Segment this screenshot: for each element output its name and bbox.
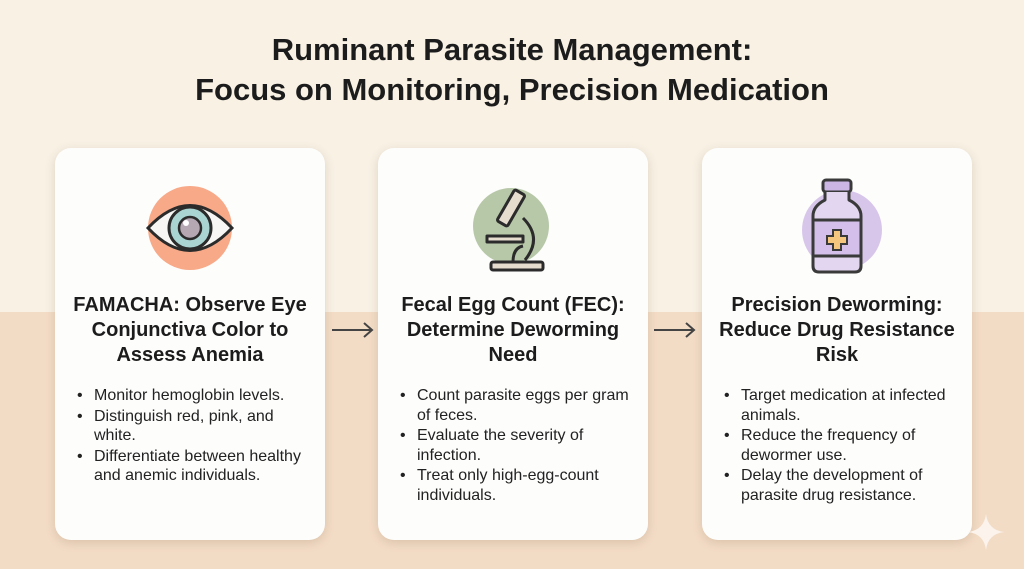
list-item: Reduce the frequency of dewormer use.	[724, 426, 962, 465]
list-item: Target medication at infected animals.	[724, 386, 962, 425]
list-item: Treat only high-egg-count individuals.	[400, 466, 638, 505]
card-title: FAMACHA: Observe Eye Conjunctiva Color t…	[73, 294, 307, 366]
arrow-right-icon	[332, 322, 374, 338]
list-item: Distinguish red, pink, and white.	[77, 407, 315, 446]
microscope-icon	[473, 188, 549, 272]
title-line-2: Focus on Monitoring, Precision Medicatio…	[195, 72, 829, 107]
card-famacha: FAMACHA: Observe Eye Conjunctiva Color t…	[55, 148, 325, 540]
list-item: Evaluate the severity of infection.	[400, 426, 638, 465]
card-title: Fecal Egg Count (FEC): Determine Dewormi…	[401, 294, 625, 366]
medicine-bottle-icon	[802, 178, 882, 274]
list-item: Count parasite eggs per gram of feces.	[400, 386, 638, 425]
bullet-list: Monitor hemoglobin levels. Distinguish r…	[77, 386, 315, 487]
card-fecal-egg-count: Fecal Egg Count (FEC): Determine Dewormi…	[378, 148, 648, 540]
eye-icon	[145, 186, 235, 270]
card-title: Precision Deworming: Reduce Drug Resista…	[719, 294, 955, 366]
page-title: Ruminant Parasite Management: Focus on M…	[0, 30, 1024, 110]
list-item: Differentiate between healthy and anemic…	[77, 447, 315, 486]
card-precision-deworming: Precision Deworming: Reduce Drug Resista…	[702, 148, 972, 540]
bullet-list: Count parasite eggs per gram of feces. E…	[400, 386, 638, 506]
title-line-1: Ruminant Parasite Management:	[271, 32, 753, 67]
list-item: Monitor hemoglobin levels.	[77, 386, 315, 406]
bullet-list: Target medication at infected animals. R…	[724, 386, 962, 506]
list-item: Delay the development of parasite drug r…	[724, 466, 962, 505]
arrow-right-icon	[654, 322, 696, 338]
sparkle-icon	[968, 514, 1004, 550]
